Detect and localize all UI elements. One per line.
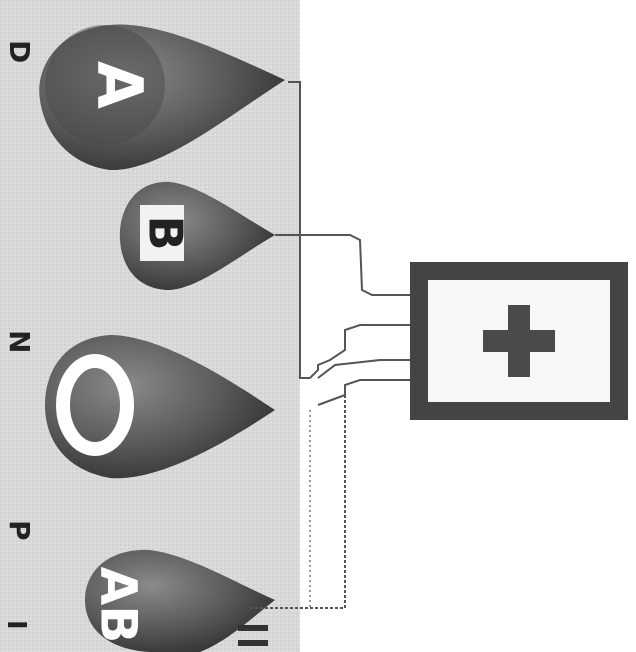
blood-drop-a: A — [39, 24, 286, 171]
plus-icon — [483, 305, 555, 377]
corner-marks: I — [1, 620, 268, 646]
connector-o-3 — [317, 379, 410, 406]
blood-type-label-ab: AB — [90, 567, 148, 644]
connector-ab — [250, 395, 346, 609]
left-edge-text: D N P — [3, 40, 36, 541]
blood-type-label-a: A — [83, 61, 156, 109]
side-text-2: N — [3, 330, 36, 353]
connector-lines — [250, 81, 410, 610]
blood-drop-o: O — [45, 335, 275, 479]
connector-o-1 — [309, 324, 410, 379]
connector-b — [275, 234, 410, 296]
side-text-1: D — [3, 40, 36, 63]
blood-type-label-b: B — [139, 215, 193, 250]
connector-o-2 — [317, 359, 410, 379]
side-text-4: I — [1, 620, 31, 630]
side-text-3: P — [3, 520, 36, 541]
hospital-box: + — [410, 262, 628, 420]
blood-drop-b: B — [119, 181, 275, 290]
blood-drop-ab: AB — [85, 549, 275, 652]
